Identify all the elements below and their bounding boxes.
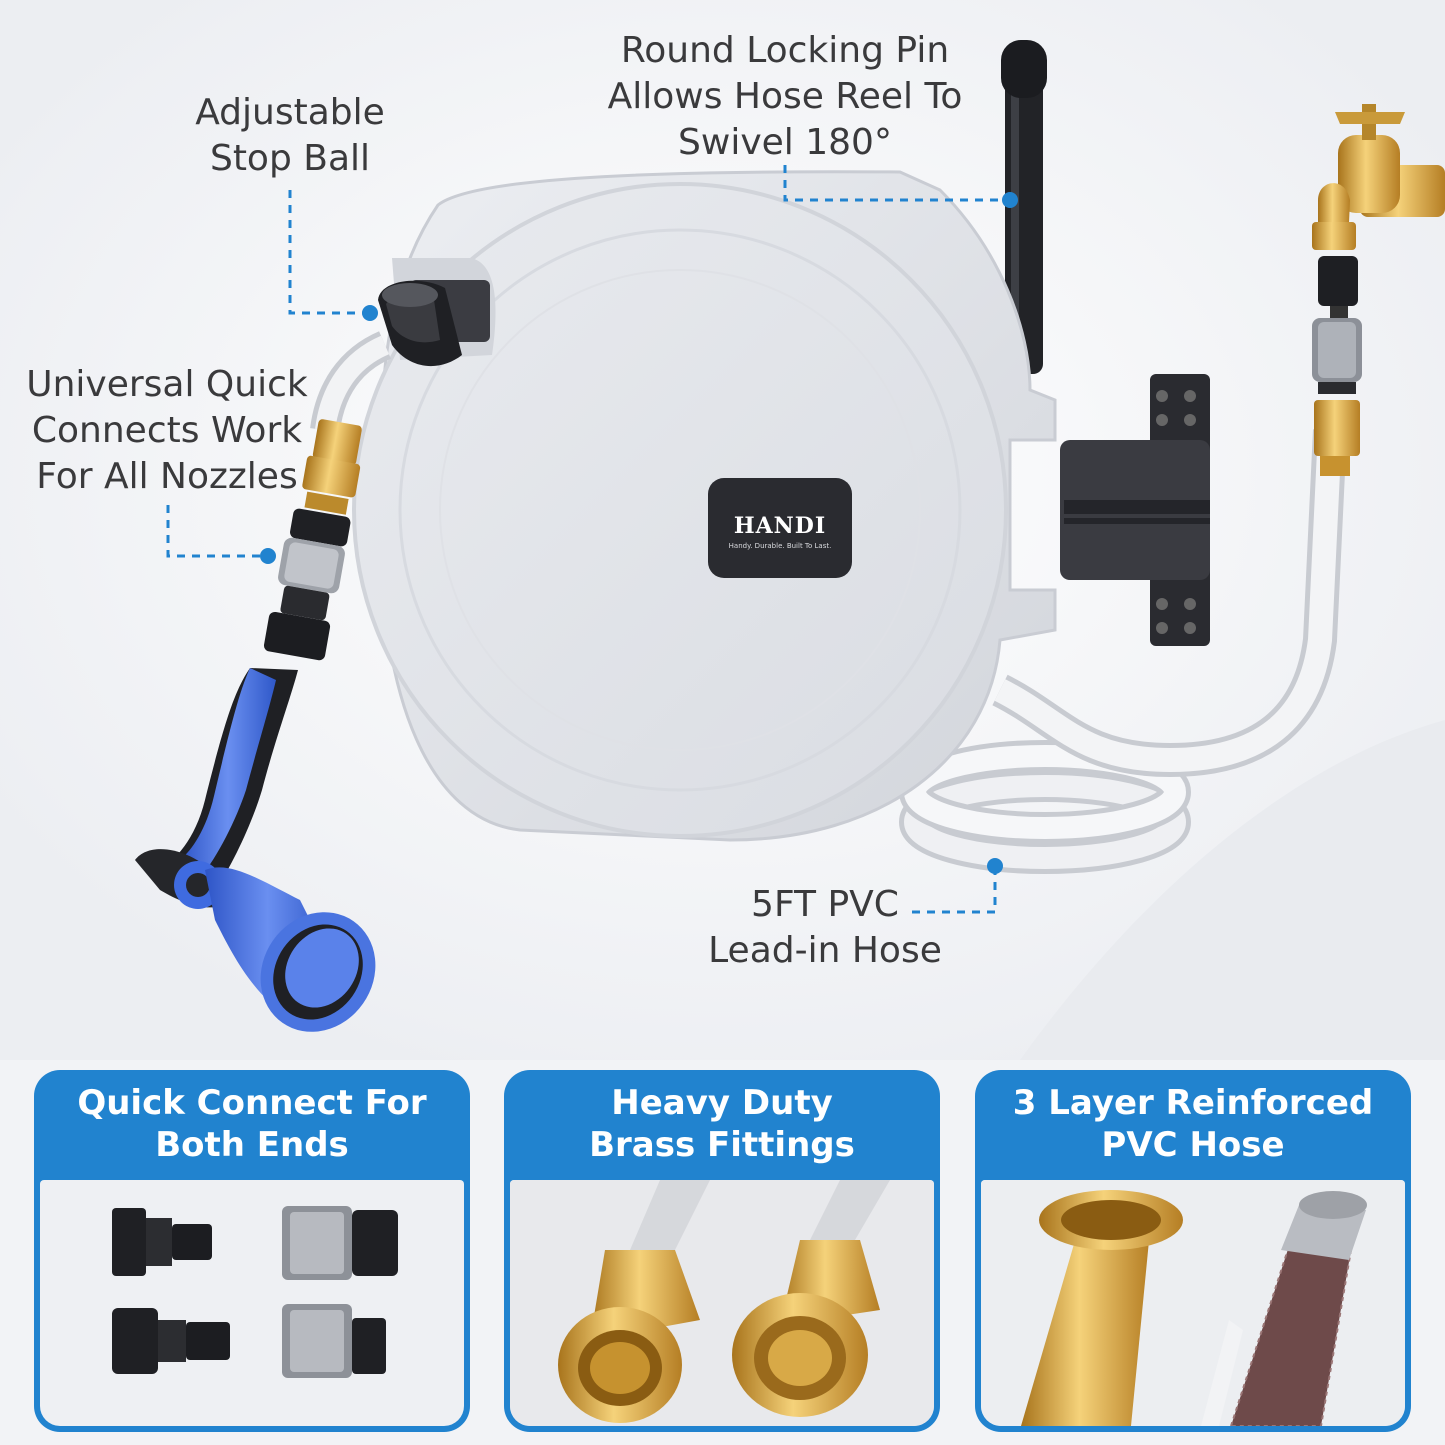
nozzle-connectors bbox=[263, 419, 362, 661]
brand-name: HANDI bbox=[733, 513, 827, 539]
feature-card-title-line-1: Quick Connect For bbox=[77, 1083, 427, 1123]
callout-lead-in-hose: 5FT PVC Lead-in Hose bbox=[700, 882, 950, 974]
callout-quick-connects: Universal Quick Connects Work For All No… bbox=[22, 362, 312, 500]
hose-reel bbox=[352, 170, 1057, 842]
feature-card-image bbox=[510, 1180, 934, 1426]
reinforced-hose-icon bbox=[981, 1180, 1405, 1426]
feature-card-quick-connect: Quick Connect For Both Ends bbox=[34, 1070, 470, 1432]
feature-card-image bbox=[981, 1180, 1405, 1426]
callout-quick-connects-line-3: For All Nozzles bbox=[36, 456, 298, 497]
callout-locking-pin-line-1: Round Locking Pin bbox=[620, 30, 950, 71]
nozzle-hose bbox=[310, 331, 392, 433]
callout-stop-ball-line-1: Adjustable bbox=[195, 92, 385, 133]
locking-pin bbox=[1001, 40, 1047, 374]
callout-locking-pin-line-3: Swivel 180° bbox=[678, 122, 892, 163]
brass-fittings-icon bbox=[510, 1180, 934, 1426]
feature-card-title: Heavy Duty Brass Fittings bbox=[504, 1082, 940, 1166]
brand-badge bbox=[708, 478, 852, 578]
faucet-quick-connector bbox=[1312, 318, 1362, 476]
callout-dots bbox=[260, 192, 1018, 874]
hose-reel-illustration bbox=[0, 0, 1445, 1060]
feature-card-title: 3 Layer Reinforced PVC Hose bbox=[975, 1082, 1411, 1166]
feature-card-title-line-2: PVC Hose bbox=[1101, 1125, 1285, 1165]
feature-card-title-line-1: 3 Layer Reinforced bbox=[1012, 1083, 1374, 1123]
spray-nozzle bbox=[135, 668, 376, 1032]
callout-quick-connects-line-1: Universal Quick bbox=[26, 364, 308, 405]
feature-card-title-line-2: Both Ends bbox=[155, 1125, 349, 1165]
callout-locking-pin-line-2: Allows Hose Reel To bbox=[607, 76, 963, 117]
feature-card-reinforced-hose: 3 Layer Reinforced PVC Hose bbox=[975, 1070, 1411, 1432]
faucet bbox=[1312, 104, 1445, 318]
callout-lead-in-hose-line-2: Lead-in Hose bbox=[708, 930, 942, 971]
feature-card-image bbox=[40, 1180, 464, 1426]
quick-connector-set-icon bbox=[112, 1206, 398, 1378]
callout-stop-ball: Adjustable Stop Ball bbox=[180, 90, 400, 182]
callout-lines bbox=[166, 165, 1010, 914]
callout-locking-pin: Round Locking Pin Allows Hose Reel To Sw… bbox=[590, 28, 980, 166]
feature-card-title-line-1: Heavy Duty bbox=[611, 1083, 833, 1123]
wall-bracket bbox=[1060, 374, 1210, 646]
feature-card-brass-fittings: Heavy Duty Brass Fittings bbox=[504, 1070, 940, 1432]
callout-quick-connects-line-2: Connects Work bbox=[31, 410, 303, 451]
brand-tagline: Handy. Durable. Built To Last. bbox=[728, 542, 832, 550]
lead-in-hose bbox=[899, 429, 1347, 874]
feature-card-title: Quick Connect For Both Ends bbox=[34, 1082, 470, 1166]
callout-lead-in-hose-line-1: 5FT PVC bbox=[751, 884, 899, 925]
callout-stop-ball-line-2: Stop Ball bbox=[209, 138, 371, 179]
feature-card-title-line-2: Brass Fittings bbox=[589, 1125, 855, 1165]
